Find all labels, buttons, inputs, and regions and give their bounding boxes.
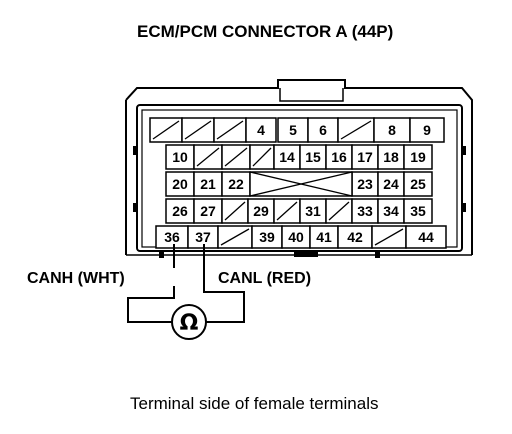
terminal-39: 39 bbox=[251, 225, 283, 249]
terminal-31: 31 bbox=[299, 198, 327, 224]
terminal-number: 40 bbox=[288, 229, 304, 245]
empty-terminal bbox=[325, 198, 353, 224]
terminal-18: 18 bbox=[377, 144, 405, 170]
terminal-40: 40 bbox=[281, 225, 311, 249]
ohmmeter: Ω bbox=[171, 304, 207, 340]
terminal-number: 19 bbox=[410, 149, 426, 165]
terminal-number: 23 bbox=[357, 176, 373, 192]
empty-terminal bbox=[221, 198, 249, 224]
terminal-number: 6 bbox=[319, 122, 327, 138]
terminal-number: 26 bbox=[172, 203, 188, 219]
terminal-23: 23 bbox=[351, 171, 379, 197]
empty-terminal bbox=[181, 117, 215, 143]
pin-grid: 4 5 6 8 9 10 14 15 16 17 18 19 20 21 22 23 24 25 26 27 29 31 3… bbox=[149, 117, 447, 249]
ohmmeter-circle bbox=[171, 304, 207, 340]
terminal-25: 25 bbox=[403, 171, 433, 197]
empty-terminal bbox=[249, 144, 275, 170]
terminal-number: 16 bbox=[331, 149, 347, 165]
terminal-6: 6 bbox=[307, 117, 339, 143]
terminal-10: 10 bbox=[165, 144, 195, 170]
empty-terminal bbox=[217, 225, 253, 249]
diagram-title: ECM/PCM CONNECTOR A (44P) bbox=[137, 22, 393, 41]
terminal-number: 44 bbox=[418, 229, 434, 245]
empty-terminal bbox=[273, 198, 301, 224]
terminal-14: 14 bbox=[273, 144, 301, 170]
terminal-number: 27 bbox=[200, 203, 216, 219]
terminal-41: 41 bbox=[309, 225, 339, 249]
terminal-side-caption: Terminal side of female terminals bbox=[130, 394, 379, 413]
terminal-35: 35 bbox=[403, 198, 433, 224]
terminal-19: 19 bbox=[403, 144, 433, 170]
terminal-number: 41 bbox=[316, 229, 332, 245]
terminal-number: 39 bbox=[259, 229, 275, 245]
terminal-29: 29 bbox=[247, 198, 275, 224]
terminal-number: 15 bbox=[305, 149, 321, 165]
terminal-number: 4 bbox=[257, 122, 265, 138]
terminal-number: 9 bbox=[423, 122, 431, 138]
terminal-24: 24 bbox=[377, 171, 405, 197]
terminal-number: 17 bbox=[357, 149, 373, 165]
ohm-symbol-icon: Ω bbox=[180, 311, 199, 336]
terminal-number: 37 bbox=[195, 229, 211, 245]
terminal-21: 21 bbox=[193, 171, 223, 197]
terminal-27: 27 bbox=[193, 198, 223, 224]
terminal-number: 34 bbox=[383, 203, 399, 219]
terminal-number: 29 bbox=[253, 203, 269, 219]
terminal-15: 15 bbox=[299, 144, 327, 170]
blocked-cavity bbox=[249, 171, 353, 197]
terminal-34: 34 bbox=[377, 198, 405, 224]
terminal-17: 17 bbox=[351, 144, 379, 170]
terminal-33: 33 bbox=[351, 198, 379, 224]
empty-terminal bbox=[149, 117, 183, 143]
terminal-number: 10 bbox=[172, 149, 188, 165]
terminal-9: 9 bbox=[409, 117, 445, 143]
terminal-number: 24 bbox=[383, 176, 399, 192]
terminal-number: 42 bbox=[347, 229, 363, 245]
terminal-number: 22 bbox=[228, 176, 244, 192]
terminal-number: 21 bbox=[200, 176, 216, 192]
terminal-number: 18 bbox=[383, 149, 399, 165]
canh-label: CANH (WHT) bbox=[27, 270, 125, 287]
terminal-8: 8 bbox=[373, 117, 411, 143]
terminal-44: 44 bbox=[405, 225, 447, 249]
terminal-36: 36 bbox=[155, 225, 189, 249]
empty-terminal bbox=[371, 225, 407, 249]
terminal-26: 26 bbox=[165, 198, 195, 224]
terminal-number: 35 bbox=[410, 203, 426, 219]
empty-terminal bbox=[337, 117, 375, 143]
terminal-number: 36 bbox=[164, 229, 180, 245]
housing-clips bbox=[133, 146, 466, 258]
terminal-22: 22 bbox=[221, 171, 251, 197]
empty-terminal bbox=[221, 144, 251, 170]
terminal-number: 33 bbox=[357, 203, 373, 219]
terminal-number: 8 bbox=[388, 122, 396, 138]
terminal-5: 5 bbox=[277, 117, 309, 143]
terminal-4: 4 bbox=[245, 117, 277, 143]
terminal-number: 5 bbox=[289, 122, 297, 138]
canl-label: CANL (RED) bbox=[218, 270, 311, 287]
terminal-16: 16 bbox=[325, 144, 353, 170]
empty-terminal bbox=[193, 144, 223, 170]
terminal-number: 25 bbox=[410, 176, 426, 192]
terminal-42: 42 bbox=[337, 225, 373, 249]
terminal-20: 20 bbox=[165, 171, 195, 197]
terminal-number: 14 bbox=[279, 149, 295, 165]
terminal-number: 20 bbox=[172, 176, 188, 192]
empty-terminal bbox=[213, 117, 247, 143]
terminal-number: 31 bbox=[305, 203, 321, 219]
probe-wires bbox=[127, 244, 245, 323]
